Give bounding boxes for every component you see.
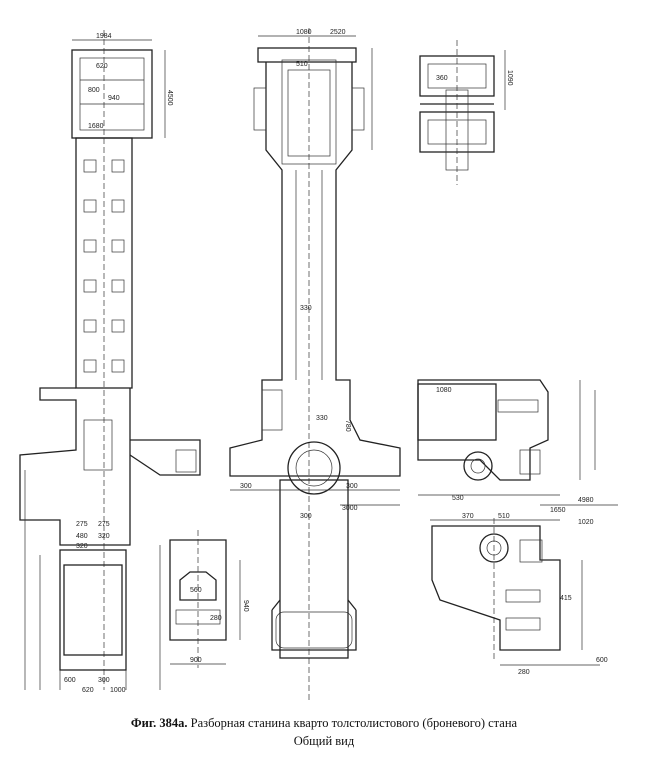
dim-label: 1000 [110,687,126,694]
dim-label: 300 [240,483,252,490]
dim-label: 1984 [96,33,112,40]
dim-label: 300 [98,677,110,684]
dim-label: 480 [76,533,88,540]
dim-label: 1020 [578,519,594,526]
dimension-labels-right: 1080 1020 4980 1650 530 370 510 415 280 … [436,387,608,676]
dim-label: 300 [300,513,312,520]
right-section-view [417,379,618,506]
left-column-bolts [83,159,125,373]
figure-caption: Фиг. 384а. Разборная станина кварто толс… [0,716,648,731]
dim-label: 940 [108,95,120,102]
dim-label: 620 [96,63,108,70]
dim-label: 780 [344,420,351,432]
dim-label: 300 [346,483,358,490]
dim-label: 1080 [436,387,452,394]
center-front-view [229,28,401,700]
dimension-labels-bottom: 940 900 560 280 [190,587,249,664]
technical-drawing: 1984 620 800 940 1680 4500 275 275 480 3… [19,28,618,700]
left-side-view [19,30,201,690]
dim-label: 1090 [506,70,513,86]
dim-label: 600 [596,657,608,664]
dim-label: 275 [76,521,88,528]
dim-label: 370 [462,513,474,520]
dim-label: 530 [452,495,464,502]
right-bottom-view [430,518,600,666]
dimension-labels-left: 1984 620 800 940 1680 4500 275 275 480 3… [64,33,173,694]
dim-label: 1680 [88,123,104,130]
dim-label: 3000 [342,505,358,512]
dim-label: 330 [316,415,328,422]
dim-label: 280 [210,615,222,622]
figure-label: Фиг. 384а. [130,716,188,730]
dim-label: 320 [98,533,110,540]
dim-label: 600 [64,677,76,684]
dim-label: 330 [300,305,312,312]
dim-label: 275 [98,521,110,528]
dim-label: 360 [436,75,448,82]
top-right-detail-view [419,40,506,185]
dim-label: 320 [76,543,88,550]
dim-label: 1650 [550,507,566,514]
dim-label: 900 [190,657,202,664]
dim-label: 4500 [166,90,173,106]
dim-label: 280 [518,669,530,676]
figure-title: Разборная станина кварто толстолистового… [190,716,518,730]
dim-label: 2520 [330,29,346,36]
dim-label: 940 [242,600,249,612]
dim-label: 1080 [296,29,312,36]
dim-label: 415 [560,595,572,602]
dimension-labels-top-right: 360 1090 [436,70,513,86]
dimension-labels-center: 1080 2520 510 330 780 330 300 300 3000 3… [240,29,358,520]
dim-label: 4980 [578,497,594,504]
dim-label: 620 [82,687,94,694]
dim-label: 510 [498,513,510,520]
dim-label: 800 [88,87,100,94]
bottom-chock-view [169,530,241,668]
dim-label: 510 [296,61,308,68]
figure-subtitle: Общий вид [293,734,355,748]
dim-label: 560 [190,587,202,594]
